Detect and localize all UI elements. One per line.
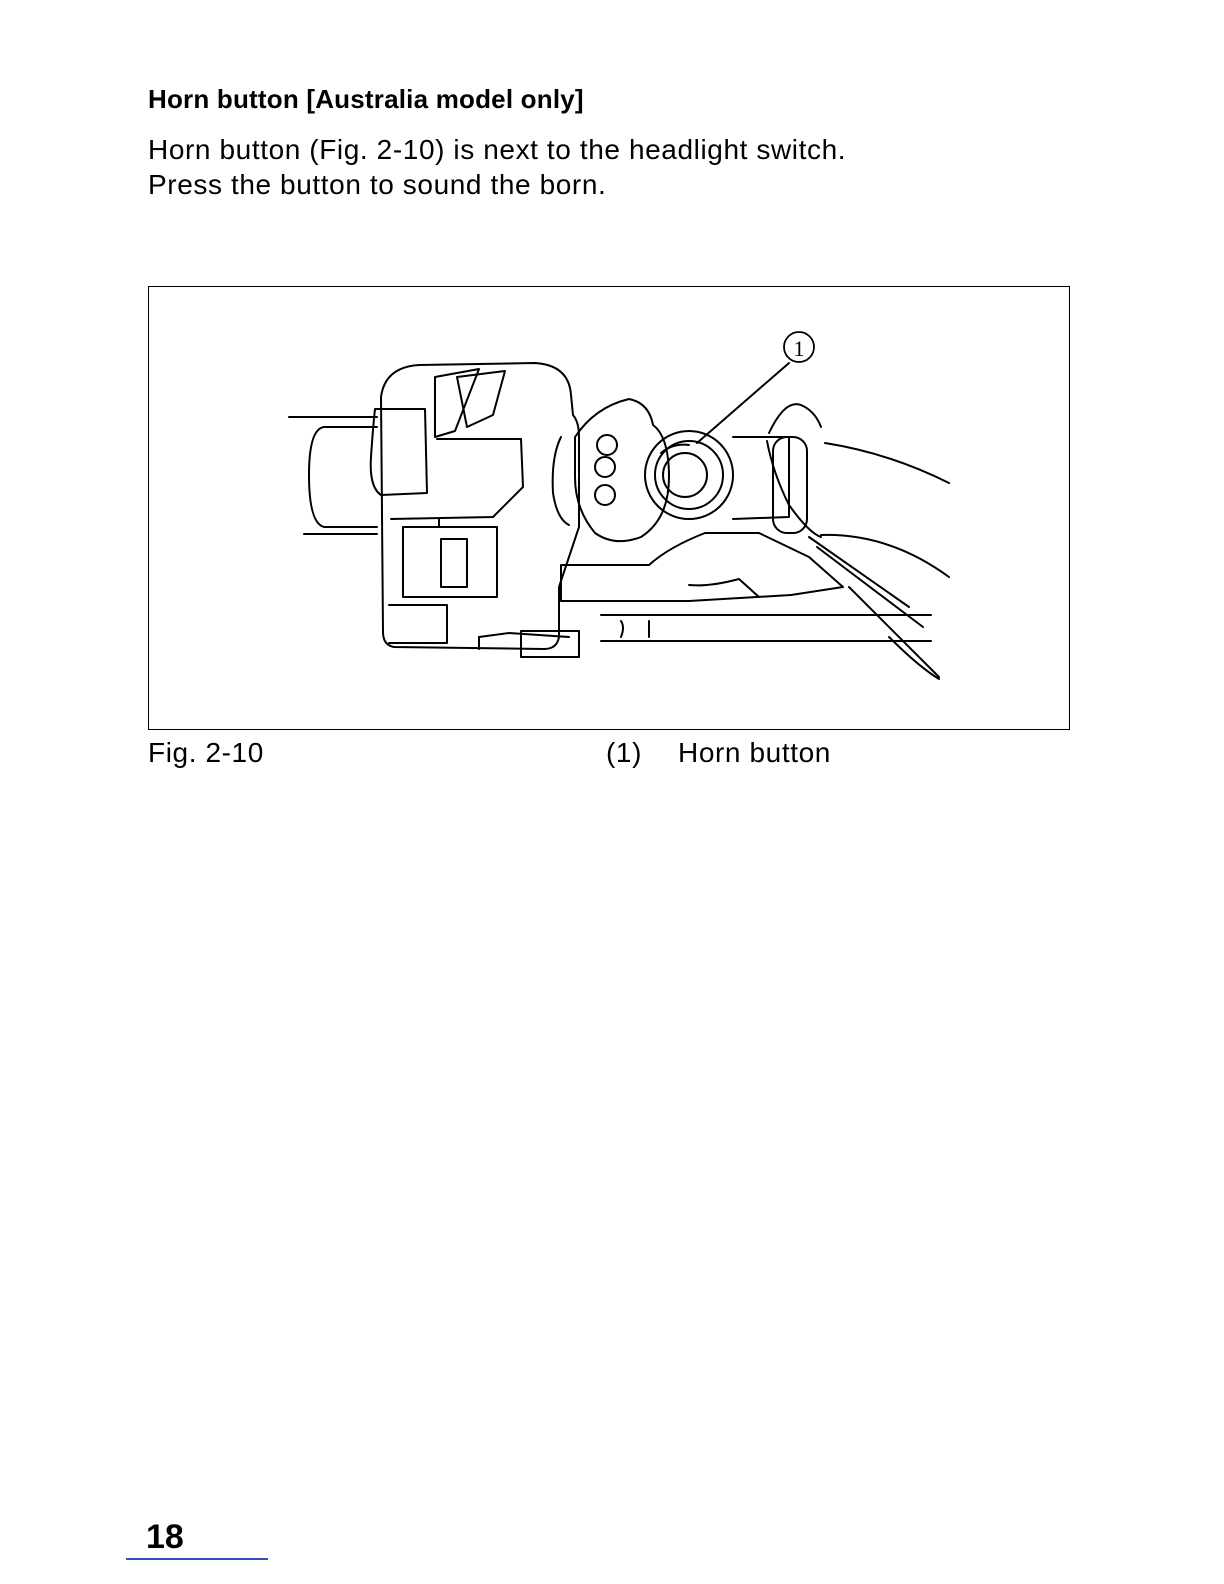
figure-caption: Fig. 2-10 <box>148 737 264 769</box>
figure-frame: 1 <box>148 286 1070 730</box>
paragraph-line-2: Press the button to sound the born. <box>148 167 846 202</box>
section-heading: Horn button [Australia model only] <box>148 84 584 115</box>
page-number-rule <box>126 1558 268 1560</box>
callout-number-1: 1 <box>794 336 805 361</box>
section-paragraph: Horn button (Fig. 2-10) is next to the h… <box>148 132 846 202</box>
figure-legend-item: (1)Horn button <box>606 737 831 769</box>
page-number: 18 <box>146 1518 184 1557</box>
legend-number: (1) <box>606 737 678 769</box>
handlebar-illustration: 1 <box>149 287 1071 731</box>
legend-label: Horn button <box>678 737 831 768</box>
paragraph-line-1: Horn button (Fig. 2-10) is next to the h… <box>148 132 846 167</box>
